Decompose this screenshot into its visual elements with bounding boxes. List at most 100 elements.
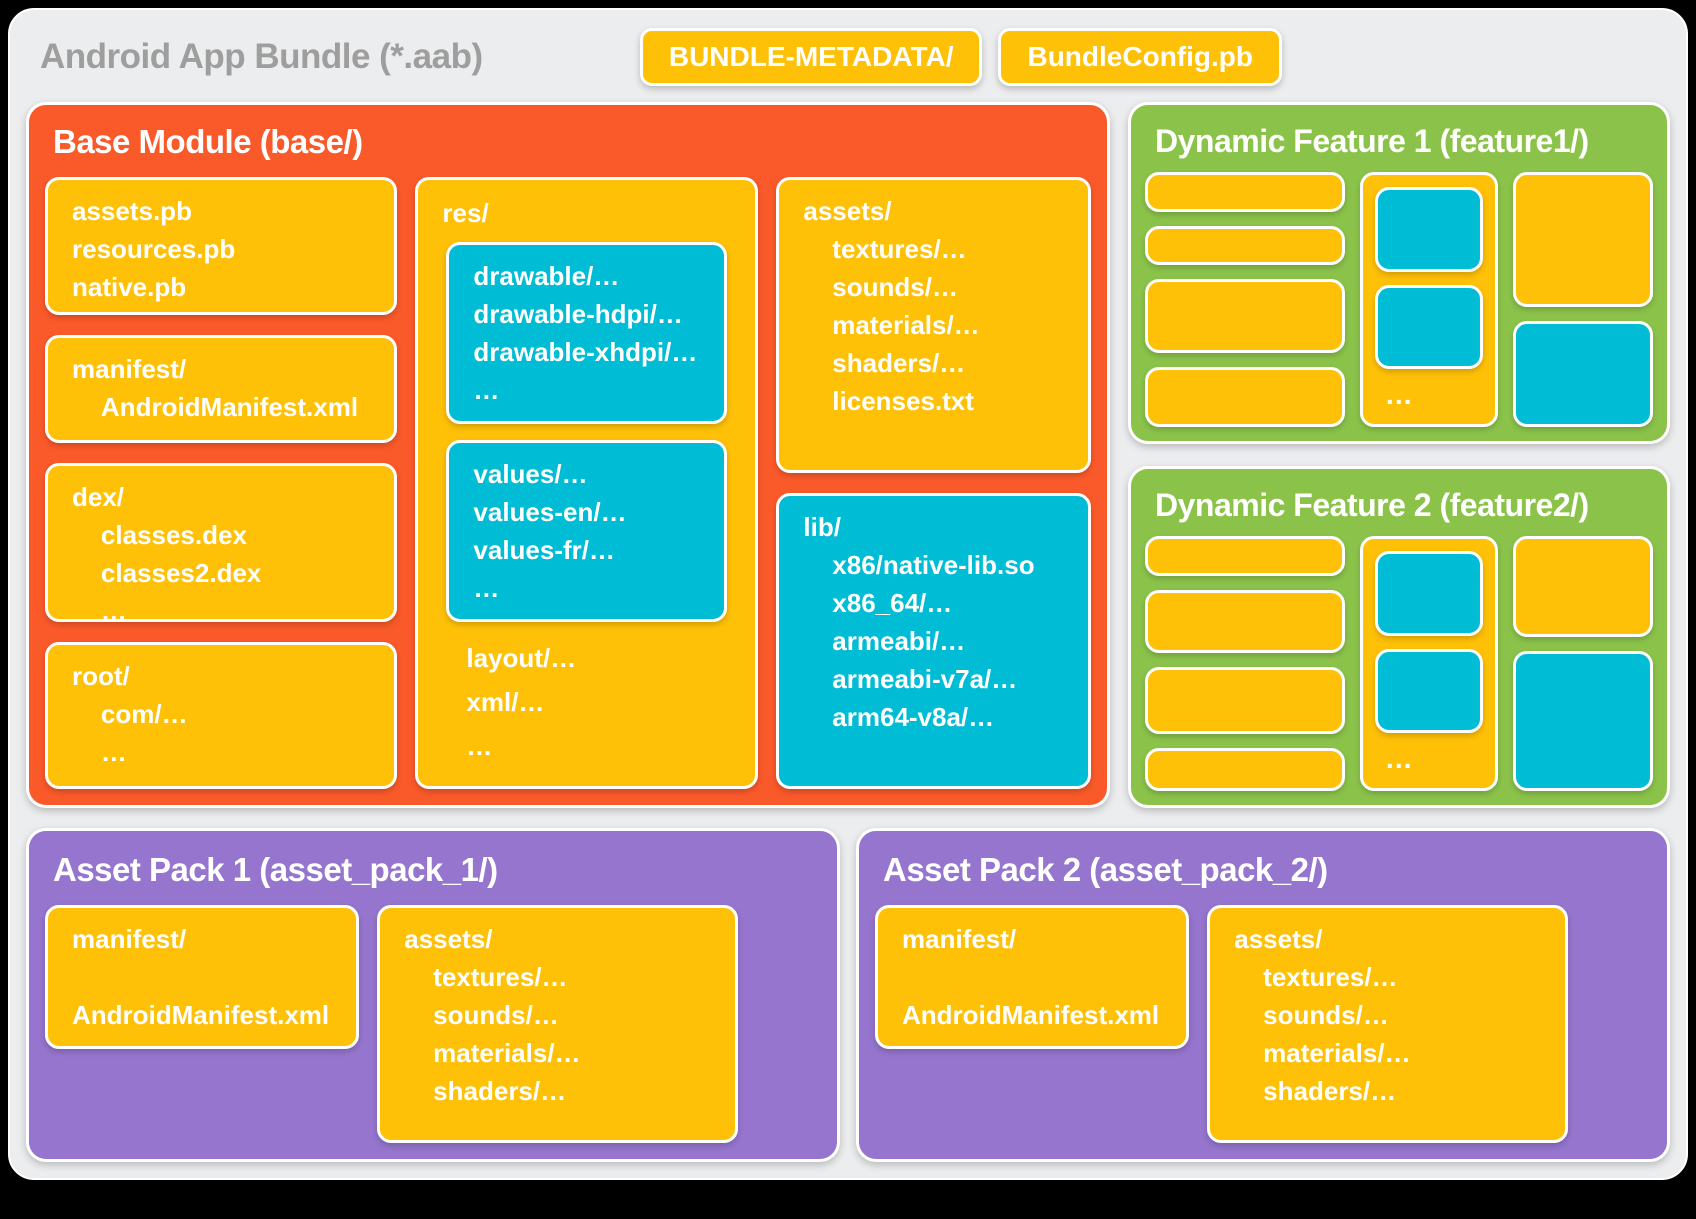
- placeholder-box: [1145, 667, 1345, 734]
- dynamic-feature-2: Dynamic Feature 2 (feature2/) …: [1128, 466, 1670, 808]
- placeholder-box: [1145, 536, 1345, 576]
- text-line: armeabi/…: [803, 626, 966, 656]
- text-line: materials/…: [803, 310, 980, 340]
- text-line: root/: [72, 661, 130, 692]
- asset-pack-1-assets-box: assets/ textures/… sounds/… materials/… …: [377, 905, 739, 1143]
- text-line: com/…: [72, 699, 188, 730]
- assets-box: assets/ textures/… sounds/… materials/… …: [776, 177, 1092, 473]
- placeholder-box: [1145, 225, 1345, 266]
- feature2-ellipsis: …: [1384, 743, 1413, 774]
- top-row: Base Module (base/) assets.pb resources.p…: [26, 102, 1670, 808]
- feature2-column-c: [1512, 536, 1653, 791]
- text-line: xml/…: [466, 687, 545, 717]
- text-line: manifest/: [72, 924, 187, 954]
- feature2-column-b: …: [1359, 536, 1498, 791]
- text-line: arm64-v8a/…: [803, 702, 995, 732]
- placeholder-box: [1145, 589, 1345, 654]
- text-line: resources.pb: [72, 234, 236, 264]
- feature1-ellipsis: …: [1384, 379, 1413, 410]
- text-line: sounds/…: [404, 1000, 559, 1030]
- text-line: textures/…: [404, 962, 568, 992]
- feature2-columns: …: [1145, 536, 1653, 791]
- text-line: assets/: [1234, 924, 1323, 954]
- asset-pack-1-manifest-box: manifest/ AndroidManifest.xml: [45, 905, 360, 1049]
- bundle-metadata-badge: BUNDLE-METADATA/: [639, 28, 983, 86]
- header-badges: BUNDLE-METADATA/ BundleConfig.pb: [639, 28, 1282, 86]
- text-line: x86_64/…: [803, 588, 953, 618]
- asset-pack-1: Asset Pack 1 (asset_pack_1/) manifest/ A…: [26, 828, 840, 1162]
- dynamic-feature-1: Dynamic Feature 1 (feature1/) …: [1128, 102, 1670, 444]
- res-label: res/: [442, 198, 489, 228]
- placeholder-box: [1145, 747, 1345, 791]
- text-line: values-en/…: [473, 497, 627, 527]
- placeholder-box: [1512, 536, 1653, 637]
- dynamic-features-column: Dynamic Feature 1 (feature1/) …: [1128, 102, 1670, 808]
- text-line: sounds/…: [803, 272, 958, 302]
- feature1-column-b: …: [1359, 172, 1498, 427]
- asset-pack-2-manifest-box: manifest/ AndroidManifest.xml: [875, 905, 1190, 1049]
- spacer: [432, 424, 741, 440]
- text-line: materials/…: [1234, 1038, 1411, 1068]
- text-line: …: [72, 737, 127, 768]
- text-line: values/…: [473, 459, 588, 489]
- placeholder-box: [1374, 551, 1483, 636]
- feature2-column-a: [1145, 536, 1345, 791]
- asset-pack-2-content: manifest/ AndroidManifest.xml assets/ te…: [875, 905, 1651, 1143]
- placeholder-box: [1145, 366, 1345, 427]
- text-line: AndroidManifest.xml: [72, 392, 359, 422]
- text-line: values-fr/…: [473, 535, 616, 565]
- placeholder-box: [1374, 648, 1483, 733]
- dex-box: dex/ classes.dex classes2.dex …: [45, 462, 398, 623]
- text-line: …: [72, 595, 127, 623]
- values-box: values/… values-en/… values-fr/… …: [446, 440, 728, 622]
- asset-pack-2-assets-box: assets/ textures/… sounds/… materials/… …: [1207, 905, 1569, 1143]
- asset-pack-1-title: Asset Pack 1 (asset_pack_1/): [53, 851, 498, 888]
- text-line: dex/: [72, 481, 125, 512]
- placeholder-box: [1512, 172, 1653, 308]
- text-line: licenses.txt: [803, 386, 974, 416]
- text-line: layout/…: [466, 643, 577, 673]
- text-line: assets.pb: [72, 196, 192, 226]
- res-box: res/ drawable/… drawable-hdpi/… drawable-x…: [415, 177, 759, 789]
- asset-pack-2: Asset Pack 2 (asset_pack_2/) manifest/ A…: [856, 828, 1670, 1162]
- asset-packs-row: Asset Pack 1 (asset_pack_1/) manifest/ A…: [26, 828, 1670, 1162]
- text-line: drawable-xhdpi/…: [473, 337, 698, 367]
- placeholder-box: [1145, 279, 1345, 353]
- dynamic-feature-1-title: Dynamic Feature 1 (feature1/): [1155, 123, 1589, 159]
- text-line: …: [473, 573, 500, 603]
- text-line: lib/: [803, 512, 841, 542]
- base-module: Base Module (base/) assets.pb resources.p…: [26, 102, 1111, 808]
- placeholder-box: [1145, 172, 1345, 212]
- text-line: classes2.dex: [72, 557, 262, 588]
- placeholder-box: [1374, 284, 1483, 369]
- base-column-3: assets/ textures/… sounds/… materials/… …: [776, 177, 1092, 789]
- bundle-config-badge: BundleConfig.pb: [998, 28, 1282, 86]
- text-line: manifest/: [72, 354, 187, 384]
- text-line: …: [473, 375, 500, 405]
- text-line: AndroidManifest.xml: [72, 962, 330, 1030]
- text-line: armeabi-v7a/…: [803, 664, 1018, 694]
- feature1-res-container: …: [1359, 172, 1498, 427]
- page-title: Android App Bundle (*.aab): [40, 37, 483, 76]
- text-line: AndroidManifest.xml: [902, 962, 1160, 1030]
- feature2-res-container: …: [1359, 536, 1498, 791]
- base-column-2: res/ drawable/… drawable-hdpi/… drawable-x…: [415, 177, 759, 789]
- manifest-box: manifest/ AndroidManifest.xml: [45, 335, 398, 443]
- text-line: drawable/…: [473, 261, 620, 291]
- base-module-title: Base Module (base/): [53, 123, 363, 160]
- text-line: shaders/…: [803, 348, 966, 378]
- text-line: sounds/…: [1234, 1000, 1389, 1030]
- text-line: assets/: [404, 924, 493, 954]
- asset-pack-2-title: Asset Pack 2 (asset_pack_2/): [883, 851, 1328, 888]
- text-line: materials/…: [404, 1038, 581, 1068]
- text-line: drawable-hdpi/…: [473, 299, 683, 329]
- root-box: root/ com/… …: [45, 642, 398, 789]
- text-line: textures/…: [803, 234, 967, 264]
- text-line: assets/: [803, 196, 892, 226]
- lib-box: lib/ x86/native-lib.so x86_64/… armeabi/…: [776, 493, 1092, 789]
- res-tail-entries: layout/…xml/……: [466, 636, 741, 768]
- drawable-box: drawable/… drawable-hdpi/… drawable-xhdpi/…: [446, 242, 728, 424]
